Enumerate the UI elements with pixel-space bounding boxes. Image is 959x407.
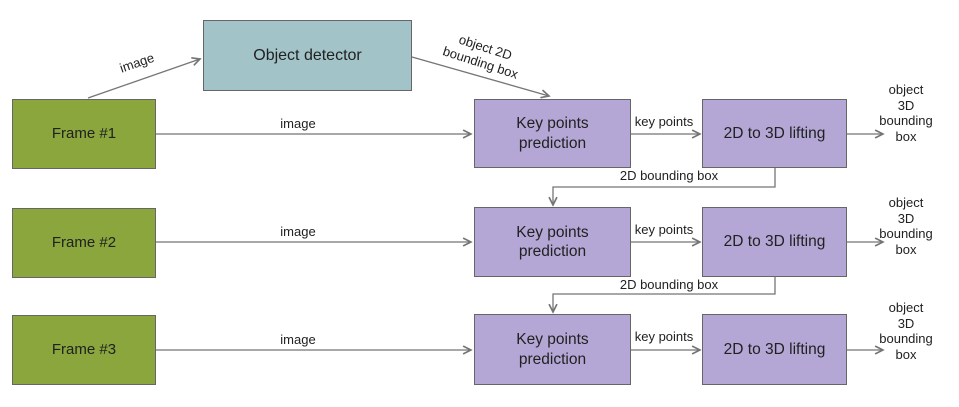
edge-label-key-points-row2: key points xyxy=(634,222,694,238)
edge-label-image-row3: image xyxy=(280,332,316,348)
edge-label-object-3d-bounding-box-row2: object 3D bounding box xyxy=(879,194,933,257)
lifting-node-row3: 2D to 3D lifting xyxy=(702,314,847,385)
edge-label-object-3d-bounding-box-row3: object 3D bounding box xyxy=(879,299,933,362)
edge-label-key-points-row3: key points xyxy=(634,329,694,345)
arrow-detector-to-keypoints-row1 xyxy=(411,56,549,96)
object-detector-node: Object detector xyxy=(203,20,412,91)
arrow-feedback-row1-to-row2 xyxy=(553,168,776,205)
frame-1-node: Frame #1 xyxy=(12,99,156,169)
arrow-frame1-to-detector xyxy=(87,59,200,99)
keypoints-prediction-node-row3: Key points prediction xyxy=(474,314,631,385)
edge-label-2d-bounding-box-row1: 2D bounding box xyxy=(619,168,719,184)
keypoints-prediction-node-row1: Key points prediction xyxy=(474,99,631,168)
keypoints-prediction-node-row2: Key points prediction xyxy=(474,207,631,277)
arrow-feedback-row2-to-row3 xyxy=(553,277,776,312)
edge-label-object-3d-bounding-box-row1: object 3D bounding box xyxy=(879,81,933,144)
lifting-node-row1: 2D to 3D lifting xyxy=(702,99,847,168)
lifting-node-row2: 2D to 3D lifting xyxy=(702,207,847,277)
frame-2-node: Frame #2 xyxy=(12,208,156,278)
edge-label-image-row2: image xyxy=(280,224,316,240)
edge-label-image-row1: image xyxy=(280,116,316,132)
edge-label-key-points-row1: key points xyxy=(634,114,694,130)
frame-3-node: Frame #3 xyxy=(12,315,156,385)
edge-label-2d-bounding-box-row2: 2D bounding box xyxy=(619,277,719,293)
